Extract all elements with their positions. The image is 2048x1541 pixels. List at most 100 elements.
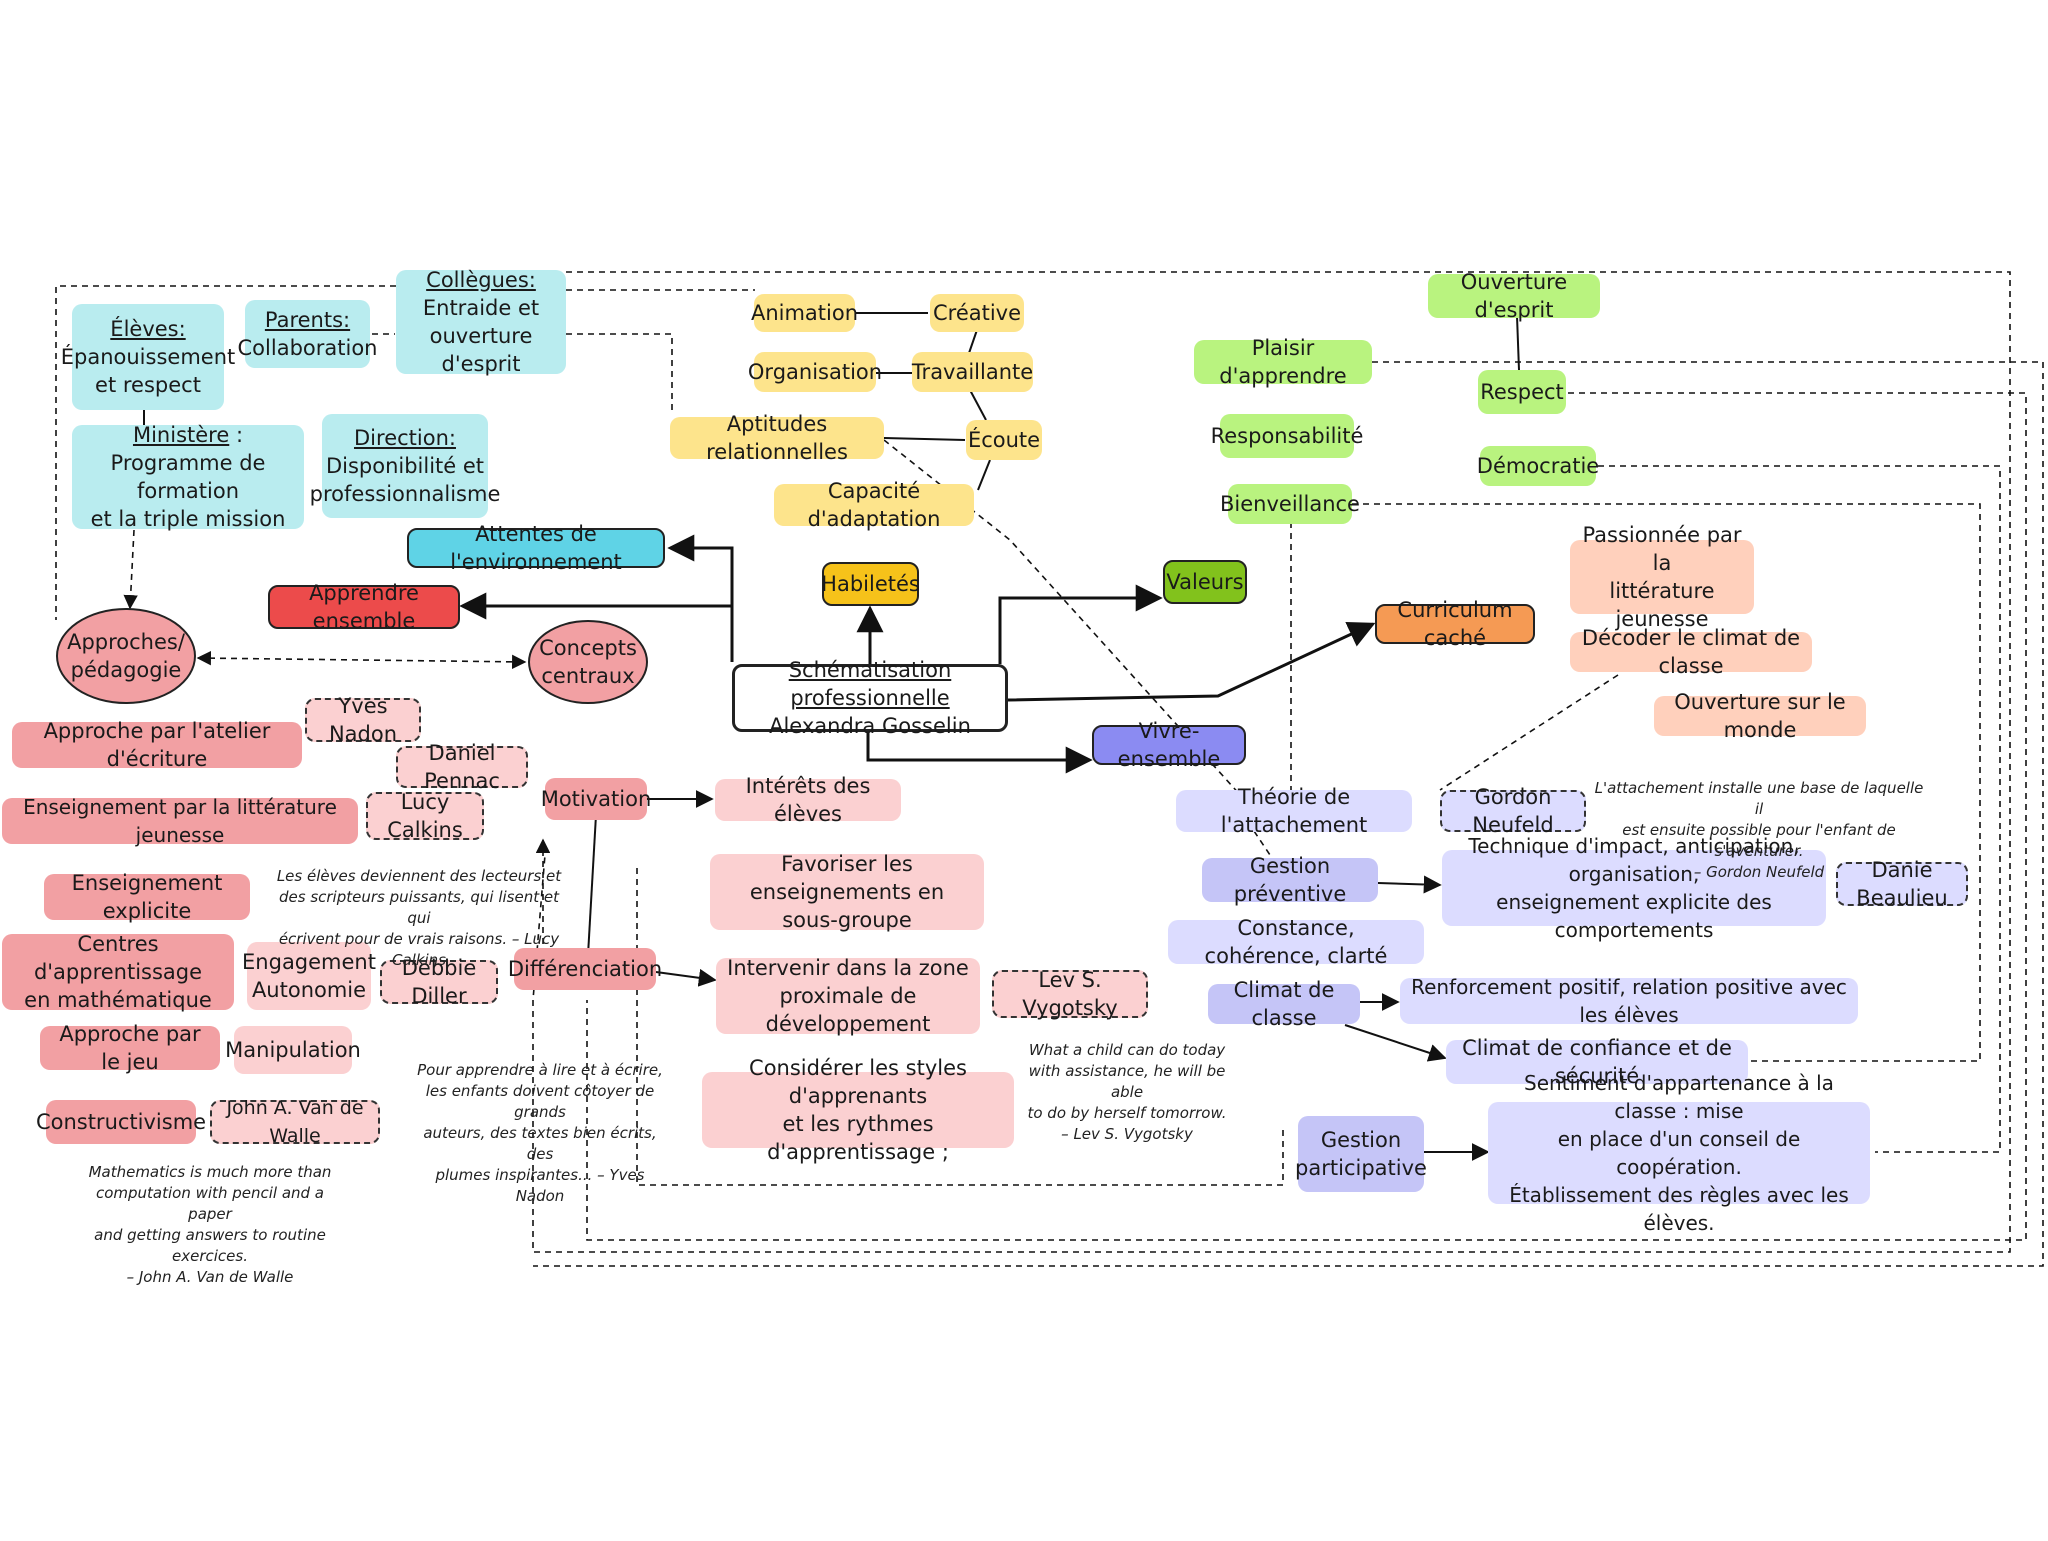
vivre-constance[interactable]: Constance, cohérence, clarté [1168, 916, 1424, 968]
quote-vygotsky: What a child can do today with assistanc… [1027, 1041, 1227, 1143]
line-ecoute-adaptation [977, 459, 991, 491]
concept-styles[interactable]: Considérer les styles d'apprenants et le… [702, 1056, 1014, 1164]
link-collegues-left [55, 285, 396, 620]
link-collegues-right [566, 333, 673, 415]
quote-vandewalle: Mathematics is much more than computatio… [88, 1163, 332, 1286]
concepts-node[interactable]: Concepts centraux [528, 620, 648, 704]
line-travaillante-ecoute [969, 389, 987, 421]
branch-vivre[interactable]: Vivre-ensemble [1092, 719, 1246, 771]
branch-habiletes[interactable]: Habiletés [821, 562, 920, 606]
ministere-text: Programme de formation et la triple miss… [90, 451, 286, 531]
curriculum-ouverture-monde[interactable]: Ouverture sur le monde [1654, 690, 1866, 742]
ministere-heading: Ministère : [133, 421, 243, 449]
collegues-text: Entraide et ouverture d'esprit [422, 296, 540, 376]
arrow-climat-confiance [1344, 1024, 1447, 1062]
concept-interets[interactable]: Intérêts des élèves [715, 774, 901, 826]
center-title: Schématisation professionnelle [788, 658, 952, 710]
eleves-card[interactable]: Élèves: Épanouissement et respect [61, 304, 235, 410]
approche-jeu[interactable]: Approche par le jeu [40, 1022, 220, 1074]
concept-motivation[interactable]: Motivation [541, 778, 651, 820]
author-vandewalle[interactable]: John A. Van de Walle [210, 1097, 380, 1147]
enseignement-litterature[interactable]: Enseignement par la littérature jeunesse [2, 795, 358, 847]
approche-atelier[interactable]: Approche par l'atelier d'écriture [12, 719, 302, 771]
concept-zone[interactable]: Intervenir dans la zone proximale de dév… [716, 956, 980, 1036]
parents-card[interactable]: Parents: Collaboration [238, 300, 377, 368]
vivre-climat[interactable]: Climat de classe [1208, 978, 1360, 1030]
collegues-card[interactable]: Collègues: Entraide et ouverture d'espri… [396, 268, 566, 376]
center-name: Alexandra Gosselin [769, 714, 971, 738]
value-respect[interactable]: Respect [1478, 370, 1566, 414]
line-ouverture-respect [1516, 315, 1520, 371]
vivre-appartenance[interactable]: Sentiment d'appartenance à la classe : m… [1488, 1071, 1870, 1235]
skill-organisation[interactable]: Organisation [748, 352, 882, 392]
author-beaulieu[interactable]: Danie Beaulieu [1836, 858, 1968, 910]
branch-curriculum[interactable]: Curriculum caché [1375, 598, 1535, 650]
skill-creative[interactable]: Créative [930, 294, 1024, 332]
arrow-diff-zone [655, 968, 717, 987]
ministere-suffix: : [229, 423, 244, 447]
skill-animation[interactable]: Animation [751, 294, 858, 332]
centres-apprentissage[interactable]: Centres d'apprentissage en mathématique [2, 932, 234, 1012]
vivre-preventive[interactable]: Gestion préventive [1202, 854, 1378, 906]
line-aptitudes-ecoute [883, 437, 966, 441]
enseignement-explicite[interactable]: Enseignement explicite [44, 871, 250, 923]
arrow-to-attentes [667, 534, 734, 662]
value-bienveillance[interactable]: Bienveillance [1220, 484, 1360, 524]
author-vygotsky[interactable]: Lev S. Vygotsky [992, 968, 1148, 1020]
arrow-preventive-technique [1377, 875, 1442, 894]
engagement-autonomie[interactable]: Engagement Autonomie [242, 942, 376, 1010]
direction-text: Disponibilité et professionnalisme [309, 454, 501, 506]
skill-travaillante[interactable]: Travaillante [912, 352, 1033, 392]
link-collegues-top-right [532, 271, 2011, 1253]
vivre-confiance[interactable]: Climat de confiance et de sécurité [1446, 1036, 1748, 1088]
parents-title: Parents: [264, 308, 351, 332]
branch-attentes[interactable]: Attentes de l'environnement [407, 522, 665, 574]
secondary-arrows [143, 312, 1520, 1161]
vivre-renforcement[interactable]: Renforcement positif, relation positive … [1400, 975, 1858, 1027]
author-pennac[interactable]: Daniel Pennac [396, 741, 528, 793]
concept-differenciation[interactable]: Différenciation [508, 948, 662, 990]
eleves-text: Épanouissement et respect [60, 345, 236, 397]
author-calkins[interactable]: Lucy Calkins [366, 790, 484, 842]
ministere-title: Ministère [132, 423, 230, 447]
link-curriculum-neufeld [1439, 674, 1619, 791]
branch-apprendre[interactable]: Apprendre ensemble [268, 581, 460, 633]
link-approches-concepts [196, 650, 527, 670]
quote-calkins: Les élèves deviennent des lecteurs et de… [276, 867, 562, 969]
ministere-card[interactable]: Ministère : Programme de formation et la… [72, 423, 304, 531]
skill-ecoute[interactable]: Écoute [966, 420, 1042, 460]
collegues-title: Collègues: [426, 268, 536, 292]
direction-card[interactable]: Direction: Disponibilité et professionna… [310, 414, 500, 518]
branch-valeurs[interactable]: Valeurs [1163, 560, 1247, 604]
vivre-attachement[interactable]: Théorie de l'attachement [1176, 785, 1412, 837]
constructivisme[interactable]: Constructivisme [36, 1100, 206, 1144]
manipulation[interactable]: Manipulation [225, 1026, 361, 1074]
vivre-participative[interactable]: Gestion participative [1295, 1116, 1427, 1192]
parents-text: Collaboration [237, 336, 378, 360]
concept-sous-groupe[interactable]: Favoriser les enseignements en sous-grou… [710, 852, 984, 932]
quote-nadon: Pour apprendre à lire et à écrire, les e… [417, 1061, 663, 1205]
skill-aptitudes[interactable]: Aptitudes relationnelles [670, 412, 884, 464]
value-responsabilite[interactable]: Responsabilité [1211, 414, 1363, 458]
direction-title: Direction: [354, 426, 456, 450]
link-ministere-approches [123, 529, 138, 610]
value-ouverture[interactable]: Ouverture d'esprit [1428, 270, 1600, 322]
eleves-title: Élèves: [110, 317, 186, 341]
curriculum-passionnee[interactable]: Passionnée par la littérature jeunesse [1570, 523, 1754, 631]
approches-node[interactable]: Approches/ pédagogie [56, 608, 196, 704]
link-democratie-right [1598, 465, 2001, 1153]
value-plaisir[interactable]: Plaisir d'apprendre [1194, 336, 1372, 388]
center-node[interactable]: Schématisation professionnelle Alexandra… [732, 658, 1008, 738]
arrow-to-curriculum [1007, 621, 1376, 702]
link-attachement-preventive [1247, 821, 1273, 859]
author-diller[interactable]: Debbie Diller [380, 956, 498, 1008]
skill-adaptation[interactable]: Capacité d'adaptation [774, 479, 974, 531]
value-democratie[interactable]: Démocratie [1477, 446, 1599, 486]
author-nadon[interactable]: Yves Nadon [305, 694, 421, 746]
curriculum-decoder[interactable]: Décoder le climat de classe [1570, 626, 1812, 678]
link-bienveillance-right [1352, 503, 1981, 1062]
link-plaisir-right [533, 361, 2044, 1267]
author-neufeld[interactable]: Gordon Neufeld [1440, 785, 1586, 837]
